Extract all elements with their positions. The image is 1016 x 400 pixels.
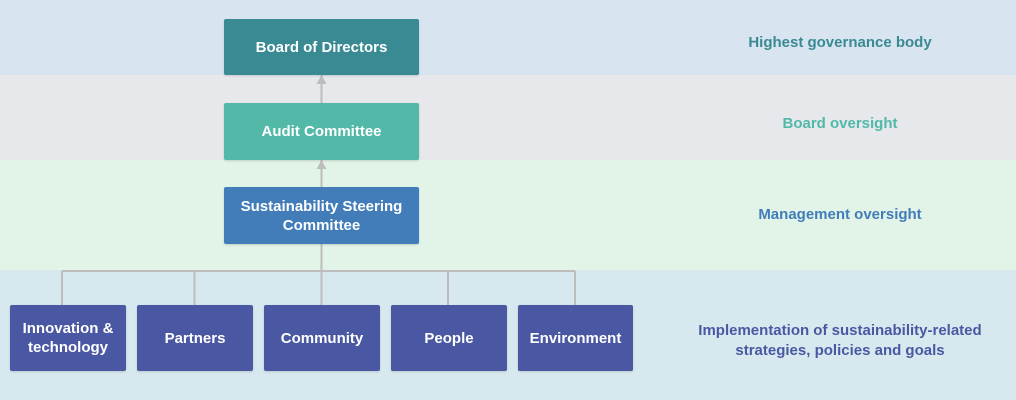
band-governance: [0, 0, 1016, 75]
arrow-to-board: [316, 75, 327, 84]
audit-committee-node: Audit Committee: [224, 103, 419, 160]
level-label-management-oversight: Management oversight: [758, 206, 922, 223]
level-label-governance: Highest governance body: [748, 34, 932, 51]
unit-partners-node: Partners: [137, 305, 253, 371]
unit-community-node: Community: [264, 305, 380, 371]
sustainability-steering-committee-node: Sustainability Steering Committee: [224, 187, 419, 244]
unit-innovation-technology-node: Innovation & technology: [10, 305, 126, 371]
unit-people-node: People: [391, 305, 507, 371]
level-label-board-oversight: Board oversight: [782, 115, 898, 132]
unit-environment-node: Environment: [518, 305, 633, 371]
band-management-oversight: [0, 160, 1016, 270]
band-board-oversight: [0, 75, 1016, 160]
arrow-to-audit: [316, 160, 327, 169]
board-of-directors-node: Board of Directors: [224, 19, 419, 75]
level-label-implementation: Implementation of sustainability-related…: [698, 322, 982, 359]
